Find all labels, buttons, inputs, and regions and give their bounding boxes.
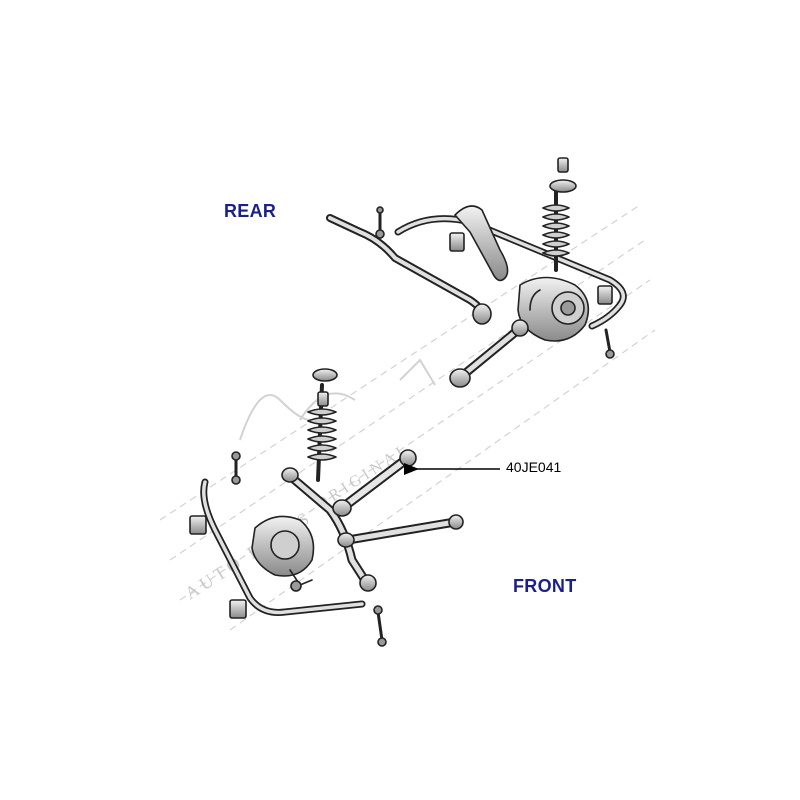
part-number-label: 40JE041 <box>506 459 562 475</box>
front-coil-spring <box>307 368 338 482</box>
rear-label: REAR <box>224 201 277 221</box>
rear-upper-control-arm <box>454 205 509 282</box>
rear-assembly <box>326 157 627 388</box>
rear-hub-knuckle <box>517 276 590 342</box>
rear-coil-spring <box>542 157 577 272</box>
front-label: FRONT <box>513 576 577 596</box>
front-assembly <box>189 368 464 647</box>
front-knuckle <box>251 515 315 592</box>
